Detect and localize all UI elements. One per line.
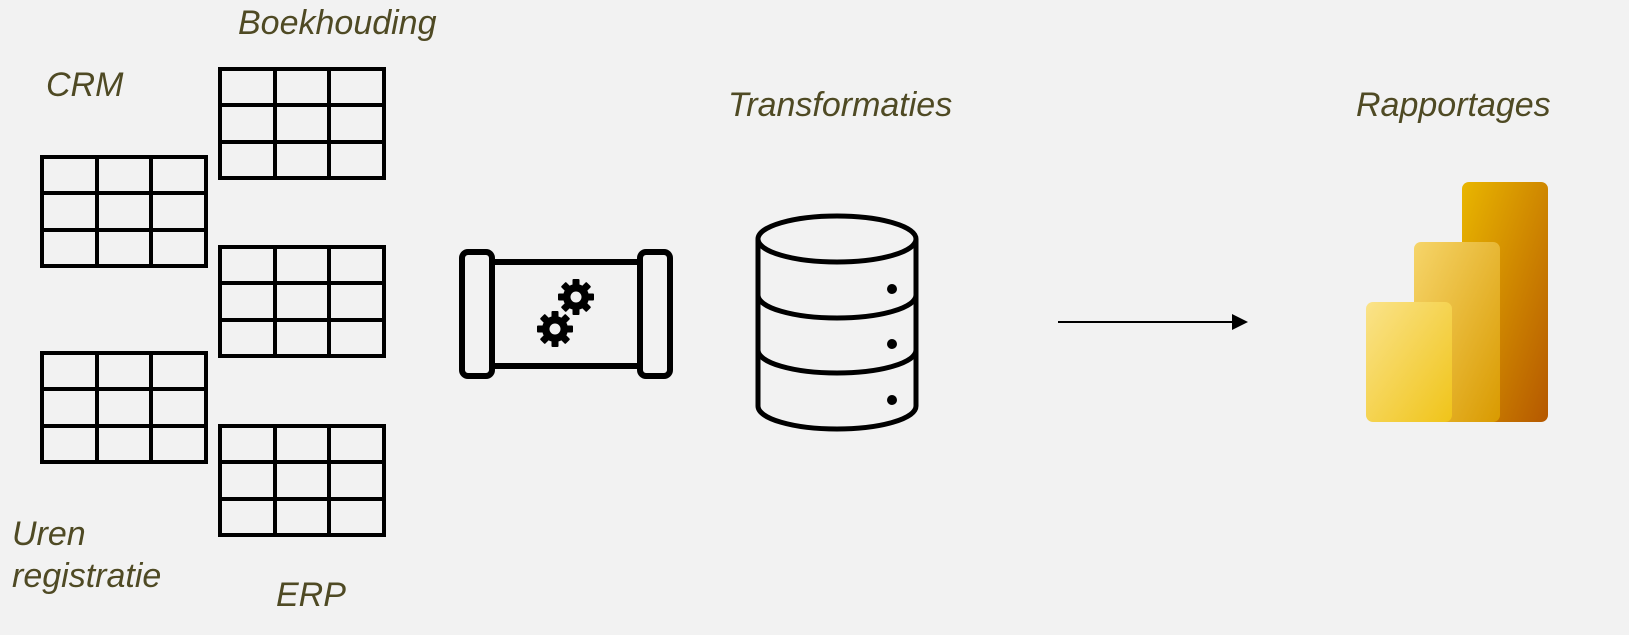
table-icon-boekhouding	[218, 67, 386, 180]
label-registratie: registratie	[12, 557, 162, 595]
arrow-right-icon	[1056, 311, 1252, 333]
pipeline-gears-icon	[458, 248, 674, 380]
table-icon-middle	[218, 245, 386, 358]
power-bi-icon	[1362, 180, 1552, 426]
label-rapportages: Rapportages	[1356, 86, 1551, 124]
table-icon-erp	[218, 424, 386, 537]
database-icon	[752, 210, 922, 440]
label-uren: Uren	[12, 515, 86, 553]
label-crm: CRM	[46, 66, 124, 104]
label-boekhouding: Boekhouding	[238, 4, 437, 42]
table-icon-uren-registratie	[40, 351, 208, 464]
label-erp: ERP	[276, 576, 346, 614]
label-transformaties: Transformaties	[728, 86, 953, 124]
table-icon-crm	[40, 155, 208, 268]
